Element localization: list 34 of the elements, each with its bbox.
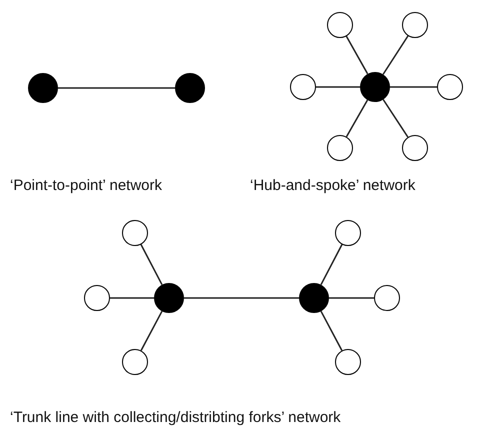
- connector-line: [382, 36, 409, 75]
- connector-line: [58, 87, 175, 89]
- connector-line: [329, 297, 374, 299]
- connector-line: [346, 100, 368, 138]
- endpoint-node: [402, 135, 428, 161]
- hub-node: [299, 283, 329, 313]
- hub-node: [154, 283, 184, 313]
- connector-line: [140, 310, 163, 351]
- hub-node: [175, 73, 205, 103]
- connector-line: [110, 297, 154, 299]
- connector-line: [184, 297, 299, 299]
- endpoint-node: [335, 349, 361, 375]
- endpoint-node: [122, 349, 148, 375]
- connector-line: [390, 86, 437, 88]
- endpoint-node: [335, 220, 361, 246]
- connector-line: [140, 244, 163, 286]
- connector-line: [382, 99, 409, 138]
- endpoint-node: [374, 285, 400, 311]
- endpoint-node: [122, 220, 148, 246]
- hub-node: [28, 73, 58, 103]
- connector-line: [320, 310, 343, 351]
- caption: ‘Point-to-point’ network: [10, 177, 162, 195]
- endpoint-node: [437, 74, 463, 100]
- endpoint-node: [327, 12, 353, 38]
- endpoint-node: [290, 74, 316, 100]
- caption: ‘Trunk line with collecting/distribting forks’ network: [10, 409, 341, 427]
- connector-line: [320, 244, 343, 286]
- endpoint-node: [402, 12, 428, 38]
- connector-line: [316, 86, 360, 88]
- endpoint-node: [327, 135, 353, 161]
- caption: ‘Hub-and-spoke’ network: [250, 177, 416, 195]
- connector-line: [346, 36, 368, 74]
- hub-node: [360, 72, 390, 102]
- endpoint-node: [84, 285, 110, 311]
